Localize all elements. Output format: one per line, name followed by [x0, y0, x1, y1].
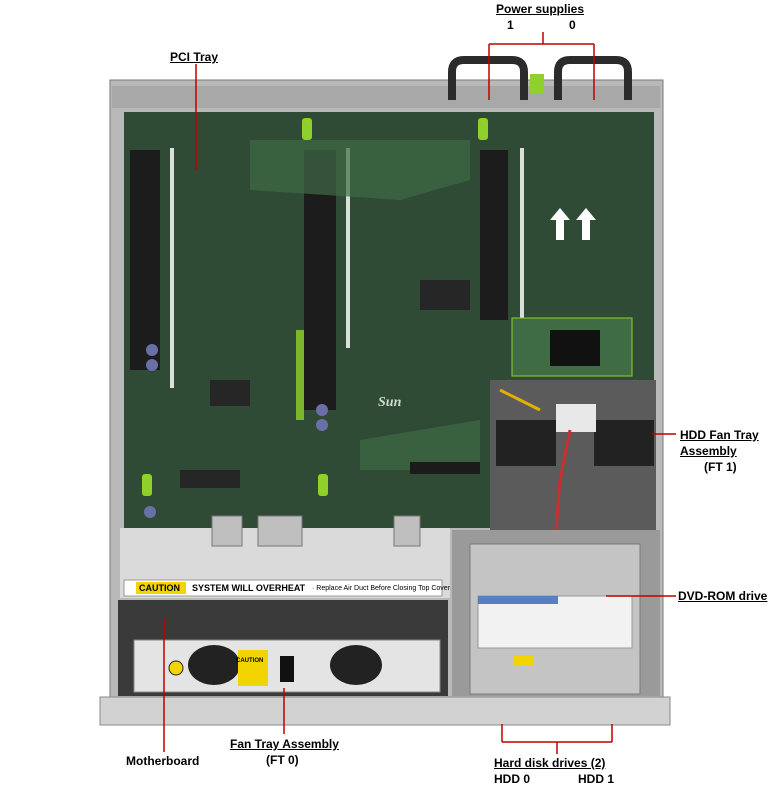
hdd-fan-tray-label	[556, 404, 596, 432]
air-duct-clip	[257, 515, 303, 547]
label-power-supplies: Power supplies	[496, 2, 585, 16]
air-duct-clip	[393, 515, 421, 547]
capacitor	[316, 404, 328, 416]
pcb-green-trace-area	[250, 140, 470, 200]
green-latch	[318, 474, 328, 496]
label-psu-0: 0	[569, 18, 576, 32]
label-hdd-fan-tray: HDD Fan Tray	[680, 428, 759, 442]
label-fan-tray-ft0: (FT 0)	[266, 753, 299, 767]
riser-white-outline-3	[520, 148, 524, 318]
psu-latch	[530, 74, 544, 94]
psu-handle-0	[554, 56, 632, 100]
pcb-green-trace-area-2	[360, 420, 480, 470]
capacitor	[144, 506, 156, 518]
pci-slot-left	[130, 150, 160, 370]
label-dvd-rom: DVD-ROM drive	[678, 589, 768, 603]
green-latch	[478, 118, 488, 140]
cable-yellow	[499, 388, 541, 412]
fan-caution-tag: CAUTION	[236, 658, 264, 664]
rear-rail	[112, 86, 660, 108]
riser-chip	[550, 330, 600, 366]
label-pci-tray: PCI Tray	[170, 50, 219, 64]
sun-logo: Sun	[378, 395, 402, 410]
fan-tray-fan-right	[330, 645, 382, 685]
riser-white-outline-1	[170, 148, 174, 388]
caution-text: SYSTEM WILL OVERHEAT	[192, 583, 306, 593]
dvd-slot	[514, 656, 534, 666]
airflow-arrow	[576, 208, 596, 240]
green-latch	[296, 330, 304, 420]
caution-tag-bg	[136, 582, 186, 594]
warning-icon	[168, 660, 184, 676]
ic-chip	[180, 470, 240, 488]
caution-subtext: · Replace Air Duct Before Closing Top Co…	[312, 585, 450, 592]
front-bezel	[99, 696, 671, 726]
green-latch	[142, 474, 152, 496]
dvd-label-header	[478, 596, 558, 604]
dvd-instruction-label	[477, 595, 633, 649]
green-latch	[302, 118, 312, 140]
cable-red	[554, 429, 572, 531]
air-duct-clip	[211, 515, 243, 547]
label-fan-tray-assembly: Fan Tray Assembly	[230, 737, 339, 751]
pci-slot-right	[480, 150, 508, 320]
fan-tray-fan-left	[188, 645, 240, 685]
capacitor	[146, 359, 158, 371]
capacitor	[316, 419, 328, 431]
label-hard-disk-drives: Hard disk drives (2)	[494, 756, 606, 770]
label-hdd-0: HDD 0	[494, 772, 531, 786]
airflow-arrow	[550, 208, 570, 240]
callout-lines	[163, 32, 676, 754]
capacitor	[146, 344, 158, 356]
caution-tag: CAUTION	[139, 583, 180, 593]
ic-chip	[420, 280, 470, 310]
label-motherboard: Motherboard	[126, 754, 200, 768]
caution-banner	[123, 579, 443, 597]
psu-handle-1	[448, 56, 528, 100]
label-psu-1: 1	[507, 18, 514, 32]
hdd-fan-right	[594, 420, 654, 466]
hdd-fan-left	[496, 420, 556, 466]
label-hdd-fan-tray-ft1: (FT 1)	[704, 460, 737, 474]
ic-chip	[210, 380, 250, 406]
riser-white-outline-2	[346, 148, 350, 348]
fan-tray-handle	[280, 656, 294, 682]
fan-caution-tag	[238, 650, 268, 686]
ic-chip	[410, 462, 480, 474]
label-hdd-1: HDD 1	[578, 772, 615, 786]
label-hdd-fan-tray-assembly: Assembly	[680, 444, 737, 458]
